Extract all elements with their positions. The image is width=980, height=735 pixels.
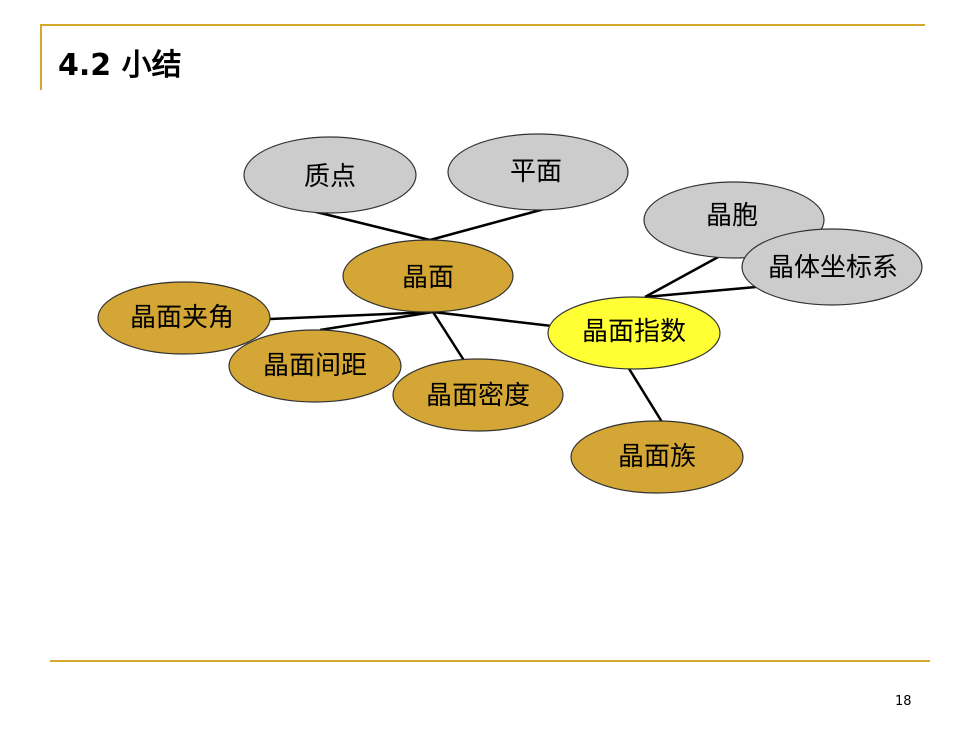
node-jingtizuobiaoxi: 晶体坐标系: [741, 228, 923, 306]
node-jingmianmidu: 晶面密度: [392, 358, 564, 432]
node-pingmian: 平面: [447, 133, 629, 211]
edge-jingmian-jingmianjianju: [319, 310, 434, 332]
node-zhidian-label: 质点: [304, 162, 356, 192]
edge-jingmianzhishu-jingbao: [644, 254, 721, 299]
node-jingtizuobiaoxi-label: 晶体坐标系: [768, 253, 898, 283]
node-jingmianzhishu-label: 晶面指数: [582, 317, 686, 347]
edge-jingmian-jingmianzhishu: [432, 310, 553, 328]
node-zhidian: 质点: [243, 136, 417, 214]
node-jingmian: 晶面: [342, 239, 514, 313]
node-jingmianzu-label: 晶面族: [618, 442, 696, 472]
node-pingmian-shape: [447, 133, 629, 211]
node-jingmianjiajiao: 晶面夹角: [97, 281, 271, 355]
node-jingmianjianju: 晶面间距: [228, 329, 402, 403]
title-side-rule: [40, 24, 42, 90]
edge-pingmian-jingmian: [429, 206, 549, 242]
node-jingmianzu-shape: [570, 420, 744, 494]
node-jingmianjiajiao-label: 晶面夹角: [130, 303, 234, 333]
bottom-rule: [50, 660, 930, 662]
node-jingmianzhishu-shape: [547, 296, 721, 370]
node-jingtizuobiaoxi-shape: [741, 228, 923, 306]
top-rule: [40, 24, 925, 26]
node-jingmianzu: 晶面族: [570, 420, 744, 494]
node-jingbao-label: 晶胞: [706, 201, 758, 231]
node-zhidian-shape: [243, 136, 417, 214]
edge-jingmian-jingmianjiajiao: [269, 310, 434, 321]
node-jingmianjianju-label: 晶面间距: [263, 351, 367, 381]
edge-jingmianzhishu-jingtizuobiaoxi: [644, 285, 757, 299]
edge-jingmian-jingmianmidu: [431, 311, 467, 363]
node-jingmianmidu-shape: [392, 358, 564, 432]
page-number: 18: [895, 694, 912, 709]
node-jingmianjiajiao-shape: [97, 281, 271, 355]
node-jingmianmidu-label: 晶面密度: [426, 381, 530, 411]
node-jingmian-label: 晶面: [402, 263, 454, 293]
node-jingmian-shape: [342, 239, 514, 313]
node-jingmianzhishu: 晶面指数: [547, 296, 721, 370]
node-jingmianjianju-shape: [228, 329, 402, 403]
edge-jingmianzhishu-jingmianzu: [626, 366, 664, 423]
connectors: [269, 206, 757, 423]
node-pingmian-label: 平面: [510, 157, 562, 187]
slide-title: 4.2 小结: [58, 48, 182, 83]
